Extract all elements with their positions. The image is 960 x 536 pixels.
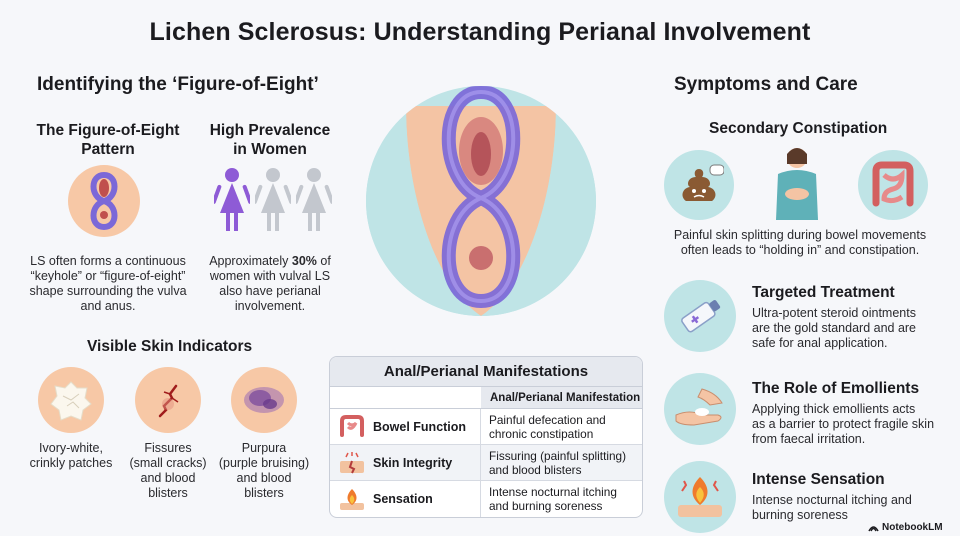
poop-icon bbox=[664, 150, 734, 220]
row-label: Bowel Function bbox=[373, 419, 467, 434]
pattern-title: The Figure-of-Eight Pattern bbox=[36, 122, 180, 158]
skin-heading: Visible Skin Indicators bbox=[87, 338, 253, 355]
treatment-text: Ultra-potent steroid ointments are the g… bbox=[752, 306, 917, 350]
right-heading: Symptoms and Care bbox=[674, 74, 858, 95]
ivory-patch-icon bbox=[38, 367, 104, 433]
sensation-text: Intense nocturnal itching and burning so… bbox=[752, 493, 912, 522]
prevalence-text: Approximately 30% of women with vulval L… bbox=[209, 254, 331, 313]
notebooklm-logo-icon bbox=[868, 526, 879, 532]
left-heading: Identifying the ‘Figure-of-Eight’ bbox=[37, 74, 319, 95]
row-label: Sensation bbox=[373, 492, 433, 506]
table-row: Sensation Intense nocturnal itching and … bbox=[330, 481, 642, 517]
intestine-icon bbox=[340, 414, 364, 437]
skin-crack-icon bbox=[340, 451, 364, 473]
constipation-title: Secondary Constipation bbox=[709, 120, 888, 137]
fire-icon bbox=[340, 489, 364, 510]
emollients-text: Applying thick emollients acts as a barr… bbox=[752, 402, 935, 446]
pattern-text: LS often forms a continuous “keyhole” or… bbox=[29, 254, 187, 313]
row-value: Painful defecation and chronic constipat… bbox=[489, 412, 606, 441]
women-icons bbox=[214, 167, 332, 233]
sensation-title: Intense Sensation bbox=[752, 471, 885, 488]
woman-icon-highlighted bbox=[214, 168, 250, 231]
table-row: Skin Integrity Fissuring (painful splitt… bbox=[330, 445, 642, 481]
skin-item-purpura-text: Purpura (purple bruising) and blood blis… bbox=[218, 441, 310, 500]
person-stomach-ache-icon bbox=[762, 144, 832, 222]
row-label: Skin Integrity bbox=[373, 455, 453, 470]
page-title: Lichen Sclerosus: Understanding Perianal… bbox=[149, 18, 811, 46]
skin-item-ivory-text: Ivory-white, crinkly patches bbox=[29, 441, 113, 470]
row-value: Fissuring (painful splitting) and blood … bbox=[489, 448, 627, 477]
anatomy-illustration bbox=[366, 86, 596, 316]
purpura-icon bbox=[231, 367, 297, 433]
brand-watermark: NotebookLM bbox=[868, 522, 943, 533]
table-header: Anal/Perianal Manifestation bbox=[330, 387, 642, 409]
treatment-title: Targeted Treatment bbox=[752, 284, 895, 301]
constipation-text: Painful skin splitting during bowel move… bbox=[673, 228, 927, 257]
skin-item-fissures-text: Fissures (small cracks) and blood bliste… bbox=[129, 441, 207, 500]
emollients-title: The Role of Emollients bbox=[752, 380, 920, 397]
burning-skin-icon bbox=[664, 461, 736, 533]
column-header: Anal/Perianal Manifestation bbox=[481, 387, 642, 408]
table-row: Bowel Function Painful defecation and ch… bbox=[330, 409, 642, 445]
prevalence-title: High Prevalence in Women bbox=[209, 122, 331, 158]
table-title: Anal/Perianal Manifestations bbox=[330, 357, 642, 387]
ointment-tube-icon bbox=[664, 280, 736, 352]
woman-icon bbox=[255, 168, 291, 231]
figure-eight-icon bbox=[68, 165, 140, 237]
woman-icon bbox=[296, 168, 332, 231]
manifestations-table: Anal/Perianal Manifestations Anal/Perian… bbox=[329, 356, 643, 518]
fissure-icon bbox=[135, 367, 201, 433]
intestine-icon bbox=[858, 150, 928, 220]
hand-cream-icon bbox=[664, 373, 736, 445]
row-value: Intense nocturnal itching and burning so… bbox=[489, 485, 617, 513]
